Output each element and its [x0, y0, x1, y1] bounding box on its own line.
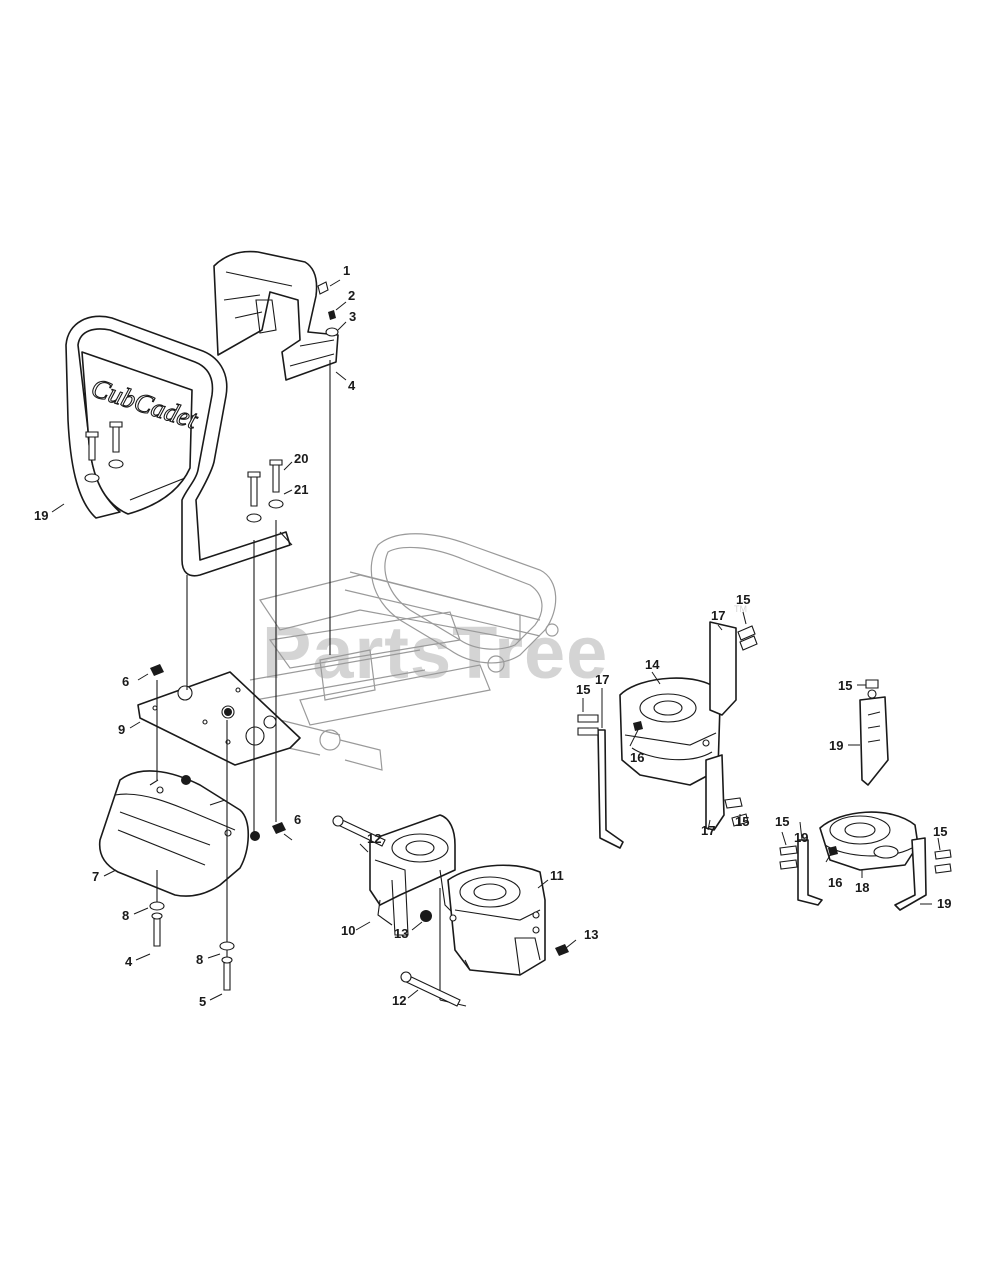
callout-15-c: 15 [735, 814, 749, 829]
callout-17-a: 17 [711, 608, 725, 623]
callout-5-left: 4 [125, 954, 133, 969]
callout-17-c: 17 [701, 823, 715, 838]
callout-15-d: 15 [838, 678, 852, 693]
callout-15-a: 15 [736, 592, 750, 607]
callout-7: 7 [92, 869, 99, 884]
callout-16-b: 16 [828, 875, 842, 890]
callout-13-left: 13 [394, 926, 408, 941]
callout-3: 1 [343, 263, 350, 278]
callout-6-lower: 6 [294, 812, 301, 827]
tine-assembly-part-11 [400, 864, 569, 1007]
callout-9: 9 [118, 722, 125, 737]
cover-part-1 [213, 250, 339, 381]
callout-20: 19 [34, 508, 48, 523]
callout-1: 4 [348, 378, 356, 393]
callout-18: 18 [855, 880, 869, 895]
callout-6-upper: 6 [122, 674, 129, 689]
callout-16-a: 16 [630, 750, 644, 765]
callout-12-upper: 12 [367, 831, 381, 846]
callout-19-c: 19 [937, 896, 951, 911]
handle-bar-part-20: CubCadet [65, 315, 293, 577]
mounting-plate-part-9 [137, 671, 301, 766]
transmission-ghost [249, 533, 559, 771]
callout-21: 20 [294, 451, 308, 466]
tine-assembly-part-10 [332, 814, 456, 936]
tine-assembly-part-14 [577, 621, 758, 849]
callout-10: 10 [341, 923, 355, 938]
watermark-trademark: TM [734, 604, 747, 614]
callout-11: 11 [550, 868, 564, 883]
callout-19-b: 19 [794, 830, 808, 845]
watermark-text: PartsTree [262, 611, 608, 694]
callout-17-b: 17 [595, 672, 609, 687]
callout-22: 21 [294, 482, 308, 497]
callout-2: 2 [348, 288, 355, 303]
callout-4: 3 [349, 309, 356, 324]
callout-13-right: 13 [584, 927, 598, 942]
front-weight-part-7 [98, 770, 250, 897]
callout-14: 14 [645, 657, 660, 672]
callout-19-a: 19 [829, 738, 843, 753]
callout-8-right: 8 [196, 952, 203, 967]
hardware [84, 281, 339, 991]
callout-15-f: 15 [933, 824, 947, 839]
callouts: 1 2 3 4 20 21 19 6 9 6 7 8 4 8 5 12 10 1… [34, 263, 951, 1009]
tine-assembly-part-18 [779, 679, 952, 911]
callout-12-lower: 12 [392, 993, 406, 1008]
callout-5-right: 5 [199, 994, 206, 1009]
callout-15-b: 15 [576, 682, 590, 697]
alignment-lines [156, 360, 467, 1007]
callout-15-e: 15 [775, 814, 789, 829]
callout-8-left: 8 [122, 908, 129, 923]
